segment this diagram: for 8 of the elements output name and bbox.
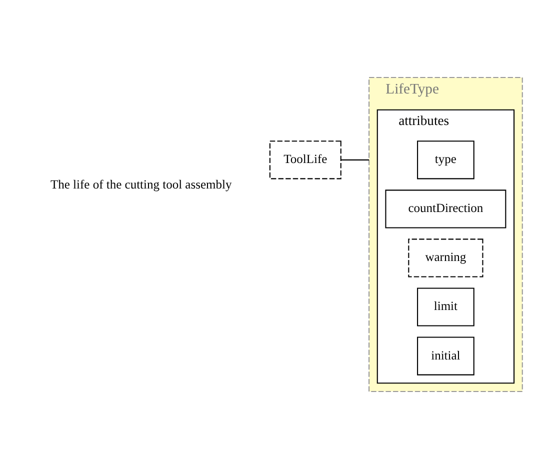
node-box: ToolLife (269, 140, 342, 180)
node-box: type (417, 140, 474, 180)
node-box: countDirection (385, 190, 506, 228)
node-box: initial (417, 336, 474, 376)
node-box: limit (417, 288, 474, 326)
connector (340, 159, 370, 160)
node-label: The life of the cutting tool assembly (50, 178, 232, 192)
node-box: warning (408, 238, 484, 278)
